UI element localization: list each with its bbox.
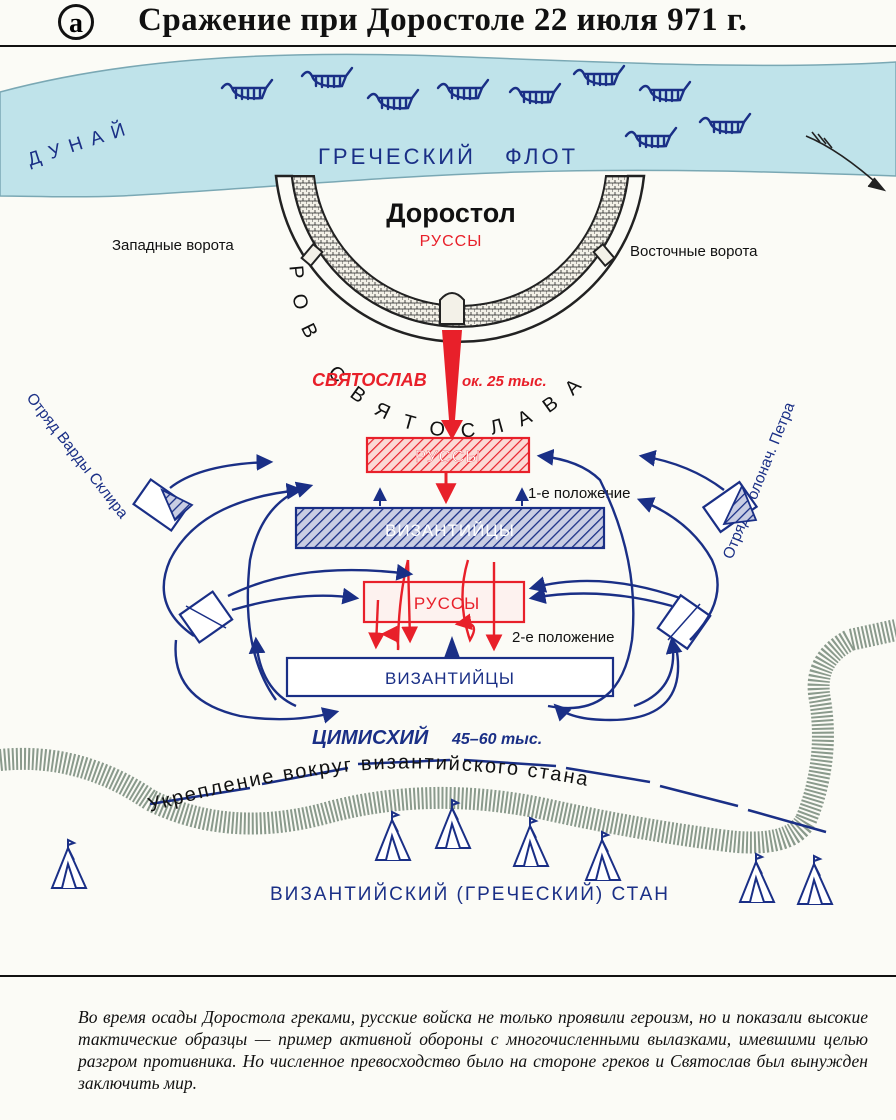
varda-detachment-label: Отряд Варды Склира (23, 390, 132, 522)
svyatoslav-label: СВЯТОСЛАВ (312, 370, 427, 390)
byz-position-2 (285, 656, 615, 698)
ship-icon (508, 82, 562, 105)
byz-pos1-advance-arrows (373, 487, 529, 506)
byz-pos2-label: ВИЗАНТИЙЦЫ (385, 669, 515, 688)
rus-pos2-label: РУССЫ (414, 594, 480, 613)
svyatoslav-advance-arrow-icon (441, 330, 463, 440)
ship-icon (300, 66, 354, 89)
map-heading: Сражение при Доростоле 22 июля 971 г. (138, 2, 748, 38)
fortress-name: Доростол (386, 198, 516, 228)
ship-icon (220, 78, 274, 101)
fleet-label: ГРЕЧЕСКИЙ ФЛОТ (318, 144, 578, 169)
south-gate-icon (439, 292, 465, 325)
ship-icon (366, 88, 420, 111)
camp-fortification-rampart (0, 619, 896, 854)
danube-river (0, 53, 896, 198)
pos1-label: 1-е положение (528, 485, 630, 502)
fortress-garrison: РУССЫ (420, 233, 483, 250)
petr-detachment (638, 449, 759, 651)
byz-center-wedge-icon (444, 636, 460, 658)
byz-pos1-label: ВИЗАНТИЙЦЫ (385, 521, 515, 540)
ship-icon (436, 78, 490, 101)
river-current-arrow-icon (805, 131, 887, 192)
camp-label: ВИЗАНТИЙСКИЙ (ГРЕЧЕСКИЙ) СТАН (270, 883, 670, 905)
west-gate-label: Западные ворота (112, 237, 234, 254)
map-title: а Сражение при Доростоле 22 июля 971 г. (0, 0, 896, 44)
tzimiskes-label: ЦИМИСХИЙ (312, 725, 429, 749)
ship-icon (572, 64, 626, 87)
tent-icon (796, 854, 834, 905)
tent-icon (512, 816, 550, 867)
rus-position-2 (362, 580, 526, 624)
tent-icon (738, 852, 776, 903)
byz-position-1 (294, 506, 606, 550)
dorostol-fortress (274, 174, 646, 344)
svyatoslav-strength: ок. 25 тыс. (462, 373, 547, 390)
map-caption: Во время осады Доростола греками, русски… (78, 1007, 868, 1093)
tent-icon (584, 830, 622, 881)
west-gate-icon (300, 242, 324, 268)
tent-icon (374, 810, 412, 861)
ship-icon (638, 80, 692, 103)
fortification-palisade (149, 758, 827, 834)
ship-icon (624, 126, 678, 149)
varda-detachment (132, 453, 274, 644)
tzimiskes-strength: 45–60 тыс. (451, 731, 542, 748)
greek-fleet (220, 64, 752, 149)
pos2-label: 2-е положение (512, 629, 614, 646)
petr-detachment-label: Отряд столонач. Петра (720, 400, 799, 562)
fortification-label: Укрепление вокруг византийского стана (145, 751, 591, 816)
ship-icon (698, 112, 752, 135)
east-gate-label: Восточные ворота (630, 243, 758, 260)
tent-icon (434, 798, 472, 849)
rus-position-1 (365, 436, 531, 474)
map-badge: а (58, 4, 94, 40)
byzantine-camp-tents (50, 798, 834, 905)
tent-icon (50, 838, 88, 889)
east-gate-icon (592, 242, 616, 268)
rus-pos1-label: РУССЫ (415, 447, 481, 466)
byz-envelopment-arrows (162, 448, 719, 724)
